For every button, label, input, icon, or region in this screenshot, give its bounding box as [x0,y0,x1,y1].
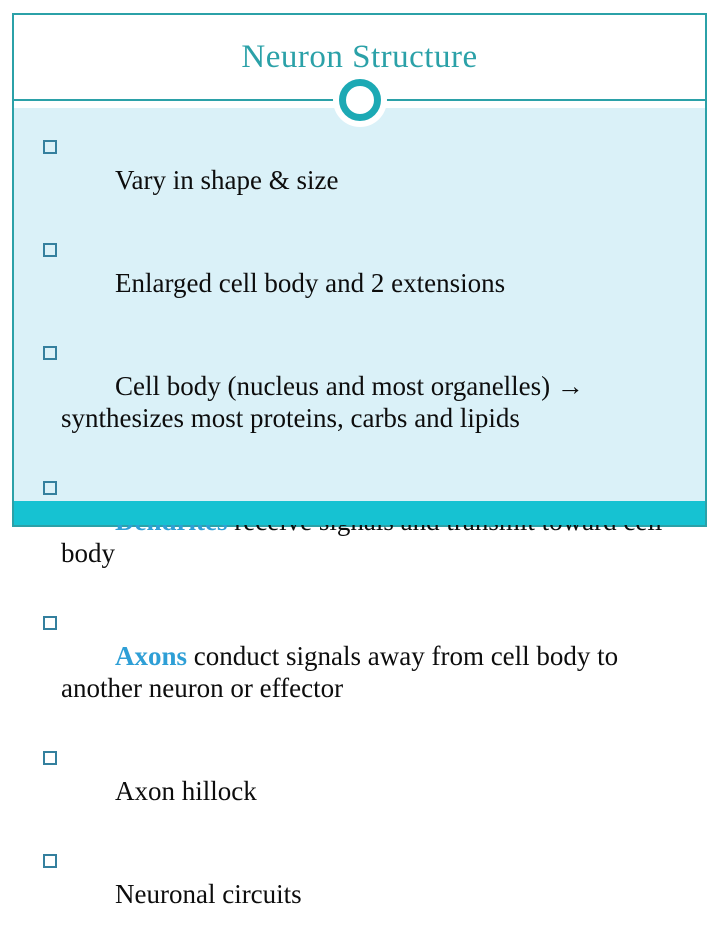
bullet-lead: Axons [115,641,188,671]
divider-ornament [332,73,387,127]
bullet-text: Axon hillock [115,776,257,806]
bullet-text: Neuronal circuits [115,879,302,909]
bullet-item: Enlarged cell body and 2 extensions [43,235,697,331]
bullet-text: Vary in shape & size [115,165,339,195]
bullet-item: Axon hillock [43,743,697,839]
bullet-item: Axons conduct signals away from cell bod… [43,608,697,736]
bullet-text: Cell body (nucleus and most organelles) … [61,371,584,433]
square-bullet-icon [43,346,57,360]
square-bullet-icon [43,616,57,630]
bullet-list: Vary in shape & size Enlarged cell body … [43,132,697,942]
circle-ring-icon [338,79,381,121]
bullet-item: Vary in shape & size [43,132,697,228]
bullet-text: Enlarged cell body and 2 extensions [115,268,506,298]
square-bullet-icon [43,751,57,765]
square-bullet-icon [43,481,57,495]
square-bullet-icon [43,854,57,868]
bullet-item: Cell body (nucleus and most organelles) … [43,338,697,466]
bullet-item: Neuronal circuits [43,846,697,942]
bullet-item: Dendrites receive signals and transmit t… [43,473,697,601]
square-bullet-icon [43,140,57,154]
slide-title: Neuron Structure [241,38,478,75]
bottom-accent-bar [14,501,705,525]
slide-canvas: Neuron Structure Vary in shape & size En… [12,13,707,909]
square-bullet-icon [43,243,57,257]
content-area: Vary in shape & size Enlarged cell body … [14,108,705,909]
